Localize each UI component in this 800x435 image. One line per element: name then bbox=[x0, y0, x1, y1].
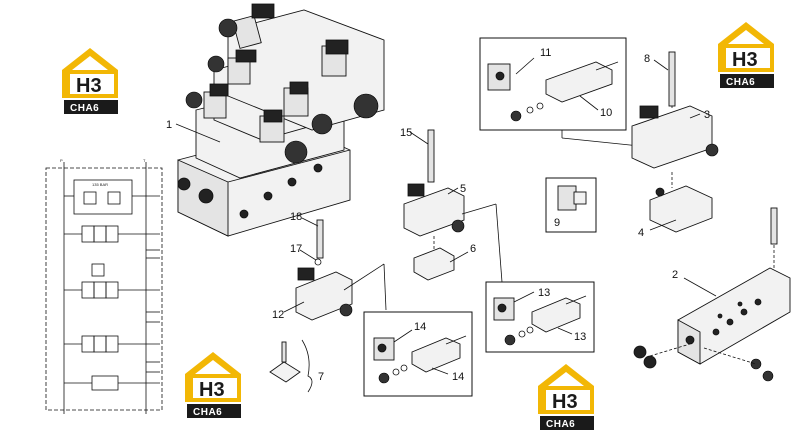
callout-14-b: 13 bbox=[538, 287, 550, 299]
callout-5: 5 bbox=[460, 183, 466, 195]
callout-17: 17 bbox=[290, 243, 302, 255]
valve-12-group: 18 17 12 7 bbox=[269, 211, 387, 393]
callout-14-a: 14 bbox=[414, 321, 426, 333]
callout-16: 15 bbox=[400, 127, 412, 139]
inset-frame-14-15: 14 14 bbox=[363, 311, 473, 397]
valve-5-and-block-6: 15 5 6 bbox=[400, 127, 476, 281]
valve-3-and-block-4: 8 3 4 bbox=[631, 51, 719, 239]
logo-letter: H3 bbox=[76, 75, 102, 97]
logo-word: CHA6 bbox=[193, 407, 222, 418]
callout-12: 12 bbox=[272, 309, 284, 321]
port-p-label: P bbox=[60, 158, 63, 163]
inset-frame-10-11: 11 10 bbox=[479, 37, 641, 147]
callout-9: 9 bbox=[554, 217, 560, 229]
logo-bottom-left: H3 CHA6 bbox=[185, 352, 241, 418]
port-t-label: T bbox=[143, 158, 146, 163]
logo-word: CHA6 bbox=[546, 419, 575, 430]
inset-frame-13-14: 13 13 bbox=[461, 203, 595, 353]
callout-11: 11 bbox=[540, 47, 551, 59]
callout-7: 7 bbox=[318, 371, 324, 383]
callout-18: 18 bbox=[290, 211, 302, 223]
callout-1: 1 bbox=[166, 119, 172, 131]
callout-15: 14 bbox=[452, 371, 464, 383]
callout-2: 2 bbox=[672, 269, 678, 281]
logo-top-right: H3 CHA6 bbox=[718, 22, 774, 88]
hydraulic-schematic: P T 135 BAR bbox=[45, 158, 163, 414]
logo-letter: H3 bbox=[732, 49, 758, 71]
part-9-frame: 9 bbox=[545, 177, 597, 233]
logo-word: CHA6 bbox=[70, 103, 99, 114]
callout-10: 10 bbox=[600, 107, 612, 119]
callout-8: 8 bbox=[644, 53, 650, 65]
callout-3: 3 bbox=[704, 109, 710, 121]
logo-bottom-center: H3 CHA6 bbox=[538, 364, 594, 430]
main-valve-assembly: 1 bbox=[166, 3, 385, 237]
logo-top-left: H3 CHA6 bbox=[62, 48, 118, 114]
logo-letter: H3 bbox=[199, 379, 225, 401]
pressure-note: 135 BAR bbox=[92, 182, 108, 187]
manifold-block-2: 2 bbox=[633, 207, 791, 382]
logo-letter: H3 bbox=[552, 391, 578, 413]
logo-word: CHA6 bbox=[726, 77, 755, 88]
callout-6: 6 bbox=[470, 243, 476, 255]
callout-4: 4 bbox=[638, 227, 644, 239]
callout-13: 13 bbox=[574, 331, 586, 343]
